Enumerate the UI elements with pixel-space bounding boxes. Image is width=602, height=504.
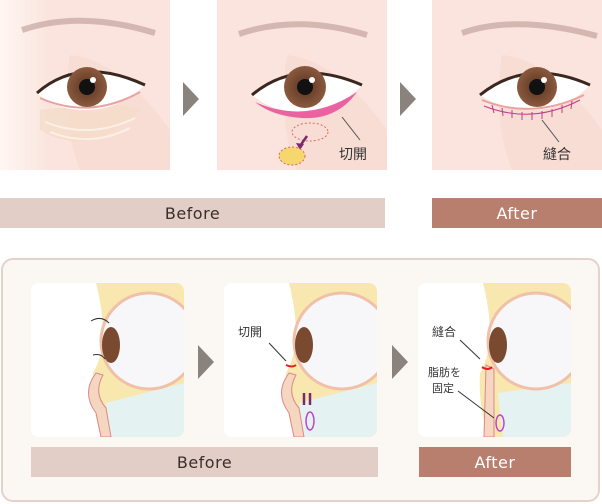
next-arrow-icon — [198, 345, 214, 379]
before-front-illustration — [0, 0, 170, 170]
before-bar-top: Before — [0, 198, 385, 228]
fat-fixation-label-line1: 脂肪を — [428, 366, 461, 379]
procedure-side-illustration: 切開 — [224, 283, 377, 437]
incision-label: 切開 — [339, 147, 367, 163]
before-bar-bottom: Before — [31, 447, 378, 477]
next-arrow-icon — [183, 82, 199, 116]
procedure-front-illustration: 切開 — [217, 0, 387, 170]
after-side-illustration: 縫合 脂肪を 固定 — [418, 283, 571, 437]
incision-label-side: 切開 — [238, 325, 263, 339]
after-front-illustration: 縫合 — [432, 0, 602, 170]
suture-label: 縫合 — [543, 147, 571, 163]
fat-fixation-label-line2: 固定 — [432, 382, 454, 395]
after-bar-bottom: After — [419, 447, 571, 477]
suture-label-side: 縫合 — [432, 325, 457, 339]
next-arrow-icon — [392, 345, 408, 379]
after-bar-top: After — [432, 198, 602, 228]
before-side-illustration — [31, 283, 184, 437]
eyebrow — [21, 17, 156, 36]
next-arrow-icon — [400, 82, 416, 116]
